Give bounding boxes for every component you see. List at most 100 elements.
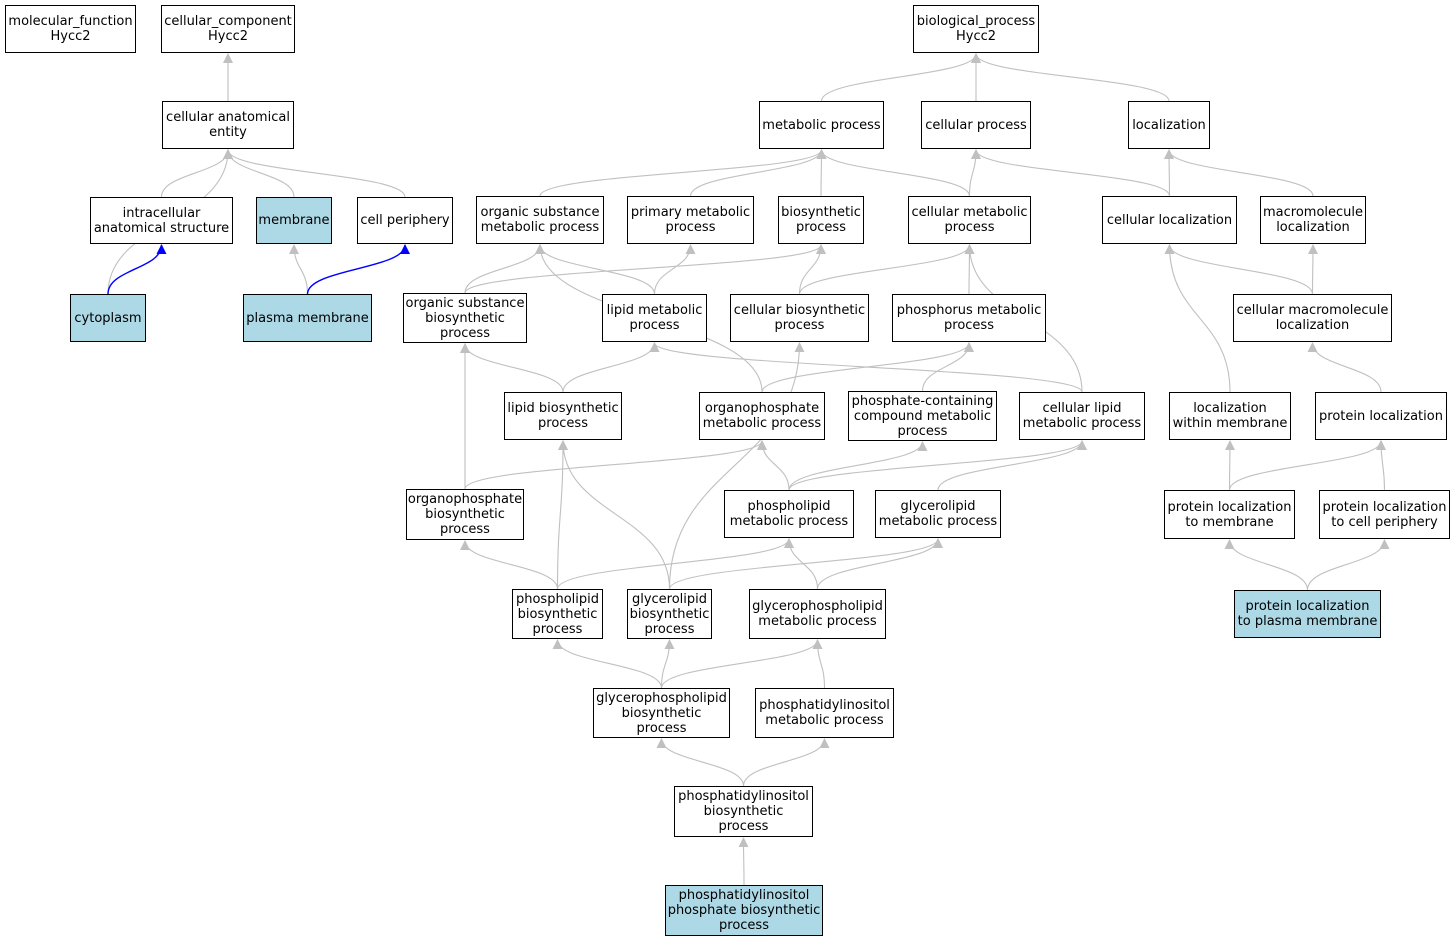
node-phosphorus-metabolic-process[interactable]: phosphorus metabolic process [892, 294, 1046, 342]
node-phospholipid-biosynthetic-process[interactable]: phospholipid biosynthetic process [512, 589, 603, 639]
node-cellular-macromolecule-localization[interactable]: cellular macromolecule localization [1233, 294, 1392, 342]
node-macromolecule-localization[interactable]: macromolecule localization [1260, 196, 1366, 244]
edge-membrane-to-cellular-anatomical-entity [223, 149, 295, 198]
edge-plasma-membrane-to-membrane [289, 244, 309, 295]
node-organic-substance-biosynthetic-process[interactable]: organic substance biosynthetic process [403, 293, 527, 343]
node-label: metabolic process [762, 117, 881, 133]
node-label: glycerolipid biosynthetic process [629, 591, 710, 637]
node-localization-within-membrane[interactable]: localization within membrane [1169, 392, 1291, 440]
node-lipid-biosynthetic-process[interactable]: lipid biosynthetic process [504, 392, 622, 440]
edge-cell-periphery-to-cellular-anatomical-entity [223, 149, 406, 198]
node-label: lipid metabolic process [606, 303, 703, 333]
node-protein-localization-to-membrane[interactable]: protein localization to membrane [1164, 490, 1295, 539]
node-label: phosphatidylinositol biosynthetic proces… [678, 789, 809, 834]
node-biological-process[interactable]: biological_process Hycc2 [913, 5, 1039, 53]
edge-phosphatidylinositol-metabolic-process-to-glycerophospholipid-metabolic-process [812, 639, 826, 689]
node-label: protein localization to cell periphery [1322, 499, 1447, 530]
node-label: phospholipid biosynthetic process [515, 591, 599, 637]
node-label: cellular_component Hycc2 [164, 14, 292, 44]
node-label: organophosphate metabolic process [702, 401, 822, 431]
node-label: glycerophospholipid metabolic process [752, 599, 883, 629]
node-cellular-process[interactable]: cellular process [921, 101, 1031, 149]
node-cell-periphery[interactable]: cell periphery [357, 197, 453, 244]
node-lipid-metabolic-process[interactable]: lipid metabolic process [602, 294, 707, 342]
node-phosphate-containing-compound-metabolic-process[interactable]: phosphate-containing compound metabolic … [848, 391, 997, 441]
edge-cellular-metabolic-process-to-metabolic-process [816, 149, 971, 197]
node-label: primary metabolic process [630, 205, 751, 235]
node-glycerophospholipid-metabolic-process[interactable]: glycerophospholipid metabolic process [749, 589, 886, 639]
node-phospholipid-metabolic-process[interactable]: phospholipid metabolic process [724, 490, 854, 538]
edge-intracellular-anatomical-structure-to-cellular-anatomical-entity [160, 149, 233, 198]
node-plasma-membrane[interactable]: plasma membrane [243, 294, 372, 342]
node-intracellular-anatomical-structure[interactable]: intracellular anatomical structure [90, 197, 233, 244]
node-label: protein localization to membrane [1167, 499, 1292, 530]
node-phosphatidylinositol-biosynthetic-process[interactable]: phosphatidylinositol biosynthetic proces… [674, 786, 813, 837]
node-label: intracellular anatomical structure [93, 205, 230, 236]
node-phosphatidylinositol-metabolic-process[interactable]: phosphatidylinositol metabolic process [755, 688, 894, 738]
node-label: organic substance metabolic process [480, 205, 600, 235]
node-label: cellular lipid metabolic process [1022, 401, 1142, 431]
edge-phosphatidylinositol-phosphate-biosynthetic-process-to-phosphatidylinositol-biosynthetic-process [738, 837, 749, 886]
node-phosphatidylinositol-phosphate-biosynthetic-process[interactable]: phosphatidylinositol phosphate biosynthe… [665, 885, 823, 936]
node-glycerolipid-metabolic-process[interactable]: glycerolipid metabolic process [875, 490, 1001, 538]
edge-glycerophospholipid-biosynthetic-process-to-glycerolipid-biosynthetic-process [660, 639, 675, 689]
edge-phosphatidylinositol-biosynthetic-process-to-phosphatidylinositol-metabolic-process [742, 738, 830, 787]
edge-glycerophospholipid-biosynthetic-process-to-glycerophospholipid-metabolic-process [660, 639, 823, 689]
node-primary-metabolic-process[interactable]: primary metabolic process [627, 196, 754, 244]
node-label: protein localization [1319, 408, 1443, 424]
node-organophosphate-metabolic-process[interactable]: organophosphate metabolic process [699, 392, 825, 440]
edge-phospholipid-metabolic-process-to-organophosphate-metabolic-process [757, 440, 790, 491]
edge-cellular-localization-to-localization [1164, 149, 1175, 197]
node-label: phospholipid metabolic process [729, 499, 849, 529]
edge-protein-localization-to-plasma-membrane-to-protein-localization-to-membrane [1224, 539, 1309, 591]
node-label: phosphate-containing compound metabolic … [851, 393, 994, 439]
node-cellular-metabolic-process[interactable]: cellular metabolic process [908, 196, 1031, 244]
node-protein-localization-to-cell-periphery[interactable]: protein localization to cell periphery [1319, 490, 1450, 539]
node-cellular-component[interactable]: cellular_component Hycc2 [161, 5, 295, 53]
edge-biosynthetic-process-to-metabolic-process [816, 149, 827, 197]
edge-glycerophospholipid-metabolic-process-to-glycerolipid-metabolic-process [816, 538, 943, 590]
node-label: phosphatidylinositol metabolic process [759, 698, 890, 728]
node-cytoplasm[interactable]: cytoplasm [70, 294, 146, 342]
edge-cellular-macromolecule-localization-to-macromolecule-localization [1307, 244, 1318, 295]
node-glycerolipid-biosynthetic-process[interactable]: glycerolipid biosynthetic process [627, 589, 712, 639]
edge-metabolic-process-to-biological-process [820, 53, 981, 102]
node-label: cytoplasm [74, 310, 142, 326]
edge-protein-localization-to-cellular-macromolecule-localization [1307, 342, 1382, 393]
edge-phospholipid-biosynthetic-process-to-phospholipid-metabolic-process [556, 538, 794, 590]
node-cellular-biosynthetic-process[interactable]: cellular biosynthetic process [730, 294, 869, 342]
node-label: localization [1132, 117, 1206, 133]
node-label: organic substance biosynthetic process [405, 295, 525, 341]
edge-lipid-biosynthetic-process-to-lipid-metabolic-process [562, 342, 660, 393]
node-membrane[interactable]: membrane [256, 197, 332, 244]
node-glycerophospholipid-biosynthetic-process[interactable]: glycerophospholipid biosynthetic process [593, 688, 730, 738]
node-protein-localization[interactable]: protein localization [1315, 392, 1447, 440]
node-cellular-anatomical-entity[interactable]: cellular anatomical entity [162, 101, 294, 149]
node-organophosphate-biosynthetic-process[interactable]: organophosphate biosynthetic process [406, 489, 524, 540]
edge-organic-substance-biosynthetic-process-to-biosynthetic-process [464, 244, 826, 294]
node-biosynthetic-process[interactable]: biosynthetic process [778, 196, 864, 244]
edge-protein-localization-to-cell-periphery-to-protein-localization [1376, 440, 1387, 491]
node-protein-localization-to-plasma-membrane[interactable]: protein localization to plasma membrane [1234, 590, 1381, 638]
edge-phospholipid-metabolic-process-to-phosphate-containing-compound-metabolic-process [788, 441, 928, 491]
node-molecular-function[interactable]: molecular_function Hycc2 [5, 5, 136, 53]
edge-glycerophospholipid-biosynthetic-process-to-phospholipid-biosynthetic-process [552, 639, 663, 689]
edge-phospholipid-biosynthetic-process-to-lipid-biosynthetic-process [556, 440, 568, 590]
node-label: biosynthetic process [781, 205, 861, 235]
edge-macromolecule-localization-to-localization [1164, 149, 1314, 197]
edge-protein-localization-to-membrane-to-protein-localization [1228, 440, 1386, 491]
node-label: protein localization to plasma membrane [1237, 599, 1378, 629]
edge-phosphate-containing-compound-metabolic-process-to-phosphorus-metabolic-process [921, 342, 974, 392]
node-label: macromolecule localization [1262, 205, 1363, 235]
node-localization[interactable]: localization [1128, 101, 1210, 149]
edge-glycerophospholipid-metabolic-process-to-phospholipid-metabolic-process [784, 538, 819, 590]
edge-protein-localization-to-membrane-to-localization-within-membrane [1224, 440, 1235, 491]
edge-glycerolipid-metabolic-process-to-cellular-lipid-metabolic-process [937, 440, 1087, 491]
edge-glycerolipid-biosynthetic-process-to-lipid-biosynthetic-process [558, 440, 671, 590]
node-cellular-localization[interactable]: cellular localization [1102, 196, 1237, 244]
edge-localization-within-membrane-to-cellular-localization [1164, 244, 1231, 393]
node-cellular-lipid-metabolic-process[interactable]: cellular lipid metabolic process [1019, 392, 1145, 440]
node-organic-substance-metabolic-process[interactable]: organic substance metabolic process [476, 196, 604, 244]
node-metabolic-process[interactable]: metabolic process [759, 101, 884, 149]
